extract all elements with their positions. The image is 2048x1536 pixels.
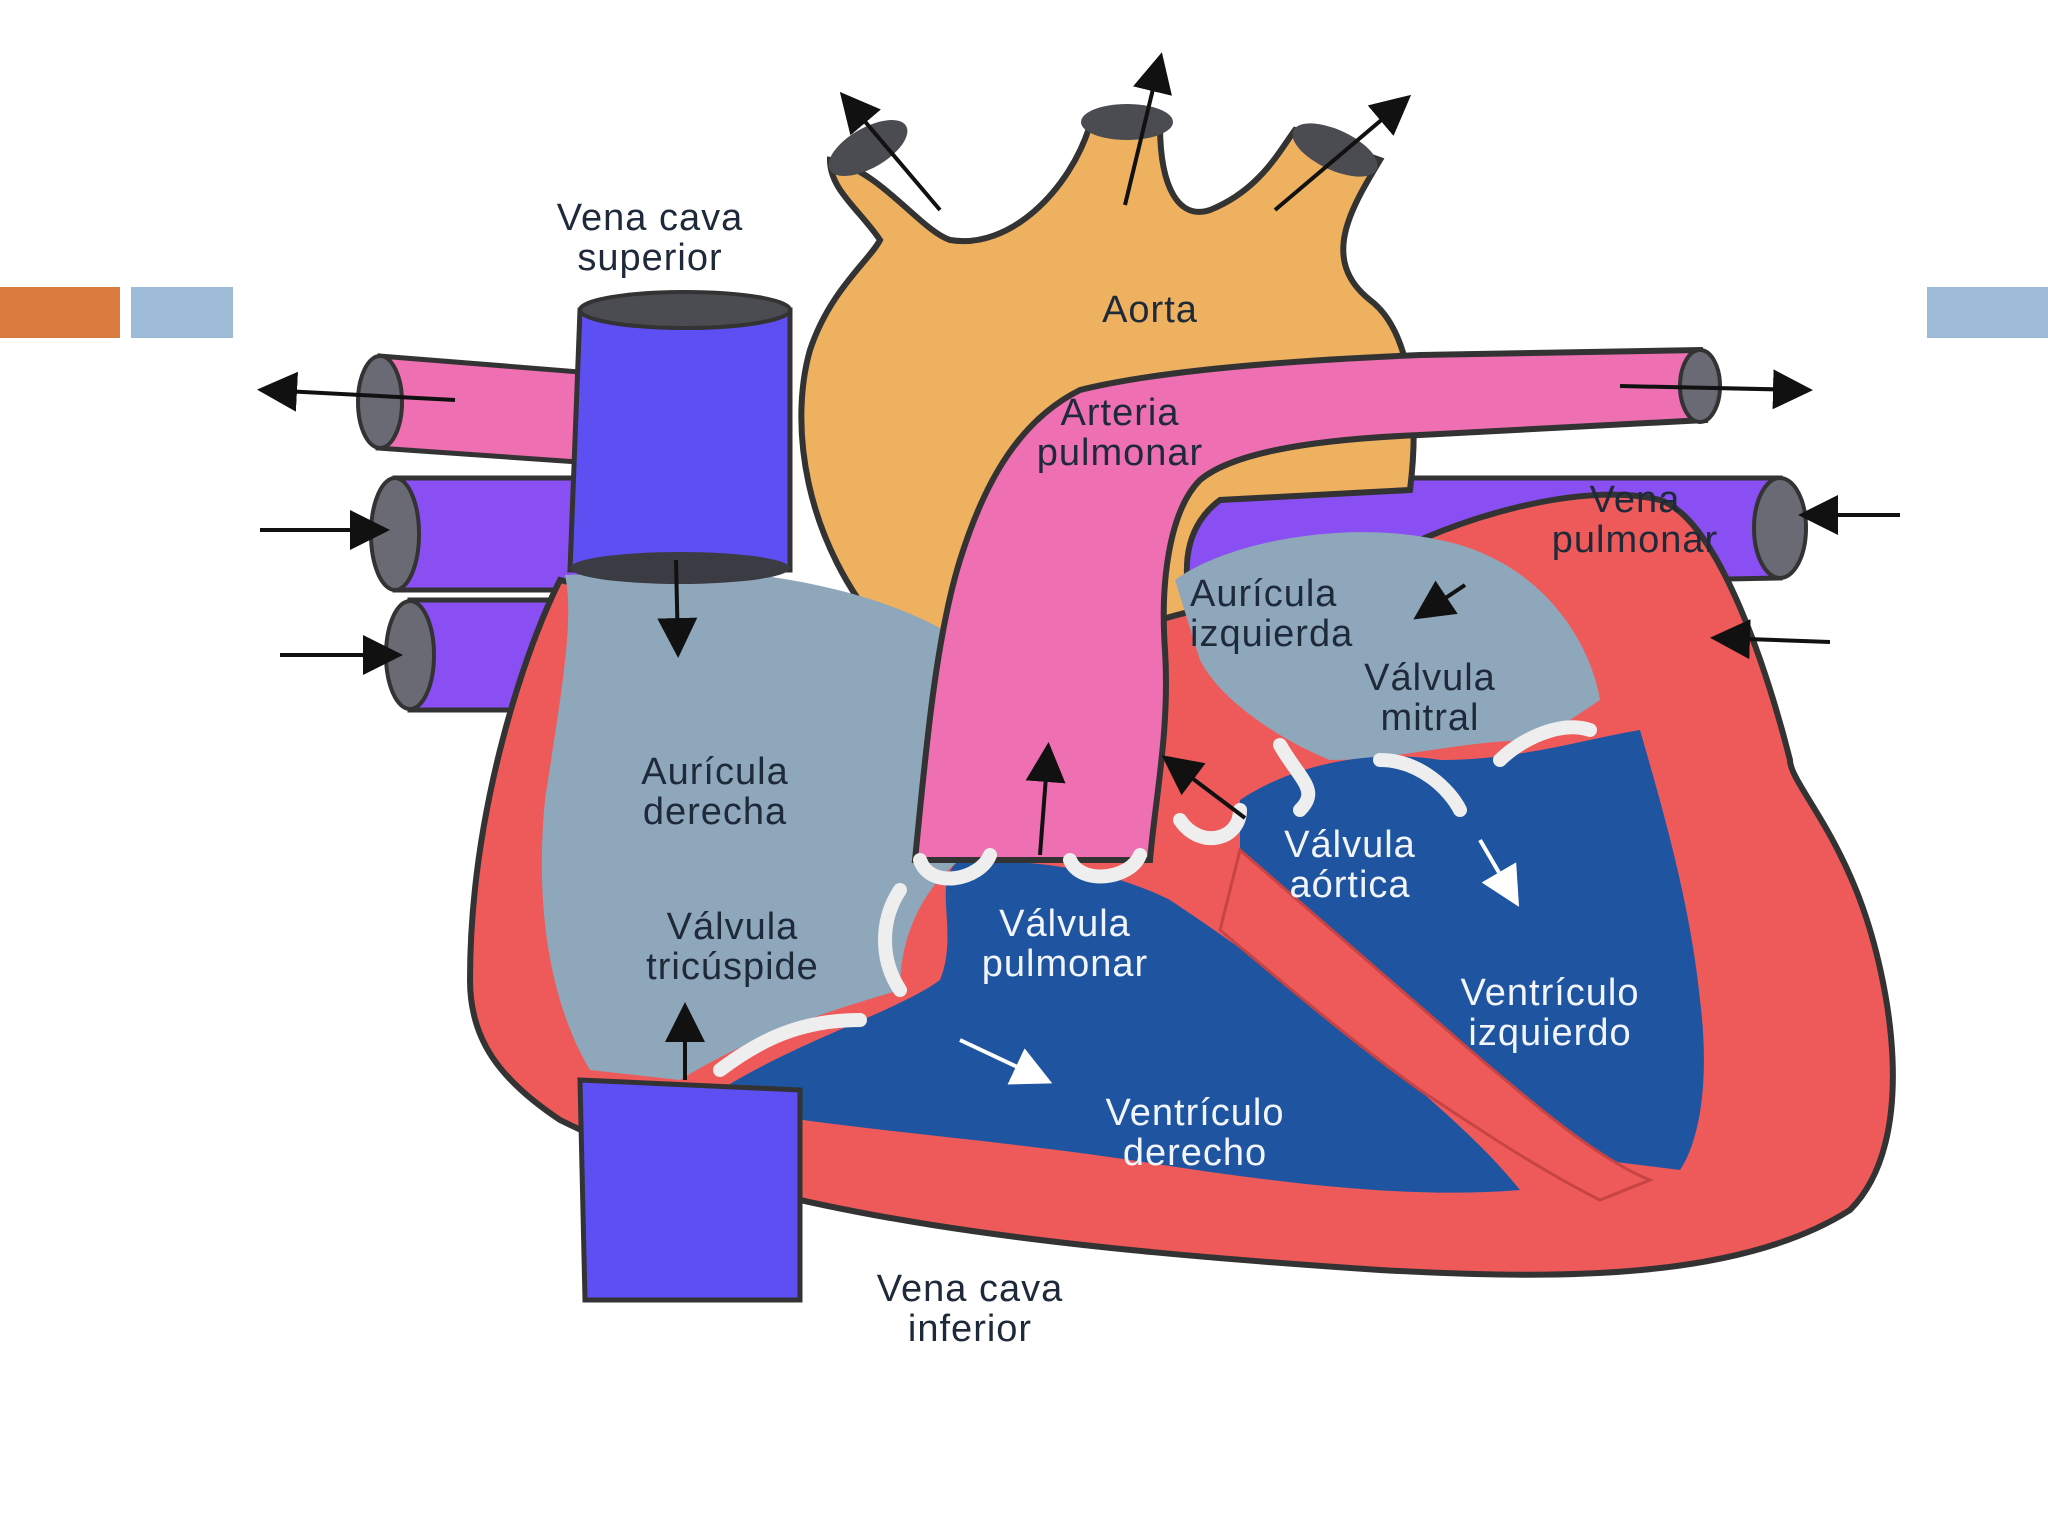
left-atrium bbox=[1175, 532, 1600, 760]
label-valvula-tricuspide: Válvula tricúspide bbox=[646, 906, 819, 988]
right-ventricle bbox=[720, 860, 1520, 1193]
vena-cava-inferior bbox=[577, 1077, 803, 1303]
mitral-valve bbox=[1273, 720, 1597, 817]
label-vena-pulmonar: Vena pulmonar bbox=[1551, 479, 1719, 561]
label-aorta: Aorta bbox=[1102, 289, 1198, 331]
label-auricula-izquierda: Aurícula izquierda bbox=[1190, 573, 1354, 655]
flow-arrows bbox=[257, 52, 1900, 1080]
vena-cava-superior bbox=[567, 290, 793, 584]
label-valvula-aortica: Válvula aórtica bbox=[1284, 824, 1416, 906]
aortic-valve bbox=[1173, 803, 1247, 845]
label-arteria-pulmonar: Arteria pulmonar bbox=[1036, 392, 1204, 474]
label-ventriculo-derecho: Ventrículo derecho bbox=[1105, 1092, 1285, 1174]
slide-accent-orange bbox=[0, 287, 120, 338]
valves bbox=[713, 720, 1597, 1077]
left-ventricle bbox=[1240, 730, 1704, 1170]
slide-accent-blue-left bbox=[131, 287, 233, 338]
left-pulmonary-vein-upper bbox=[369, 475, 583, 593]
right-atrium bbox=[541, 570, 960, 1080]
label-vena-cava-superior: Vena cava superior bbox=[556, 197, 744, 279]
label-valvula-mitral: Válvula mitral bbox=[1364, 657, 1496, 739]
flow-arrows-white bbox=[959, 838, 1520, 1085]
pulmonary-valve bbox=[913, 848, 1147, 886]
interventricular-septum bbox=[1218, 847, 1655, 1202]
tricuspid-valve bbox=[713, 883, 907, 1077]
left-pulmonary-artery bbox=[356, 353, 583, 465]
label-auricula-derecha: Aurícula derecha bbox=[641, 751, 789, 833]
slide-accent-blue-right bbox=[1927, 287, 2048, 338]
label-ventriculo-izquierdo: Ventrículo izquierdo bbox=[1460, 972, 1640, 1054]
label-valvula-pulmonar: Válvula pulmonar bbox=[981, 903, 1149, 985]
label-vena-cava-inferior: Vena cava inferior bbox=[876, 1268, 1064, 1350]
